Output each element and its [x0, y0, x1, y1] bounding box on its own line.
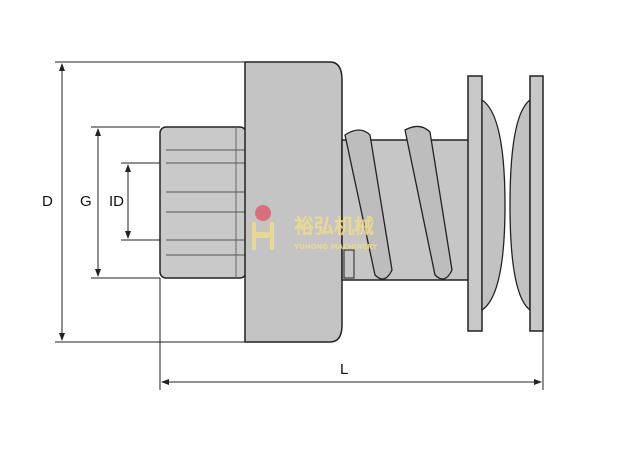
dimension-D: D: [42, 61, 245, 343]
watermark-logo: 裕弘机械 YUHONG MACHINERY: [252, 205, 378, 251]
clutch-housing: [244, 61, 343, 343]
dimension-G: G: [80, 126, 160, 279]
dimension-label-ID: ID: [109, 193, 124, 210]
dimension-label-L: L: [340, 361, 348, 378]
helical-shaft: [341, 125, 471, 281]
dimension-ID: ID: [109, 162, 160, 241]
dimension-label-G: G: [80, 193, 92, 210]
dimension-L: L: [159, 278, 544, 390]
watermark-text-en: YUHONG MACHINERY: [293, 243, 378, 251]
pinion-gear: [159, 126, 247, 279]
flange: [467, 75, 544, 332]
watermark-text-cn: 裕弘机械: [294, 214, 374, 238]
dimension-label-D: D: [42, 193, 53, 210]
